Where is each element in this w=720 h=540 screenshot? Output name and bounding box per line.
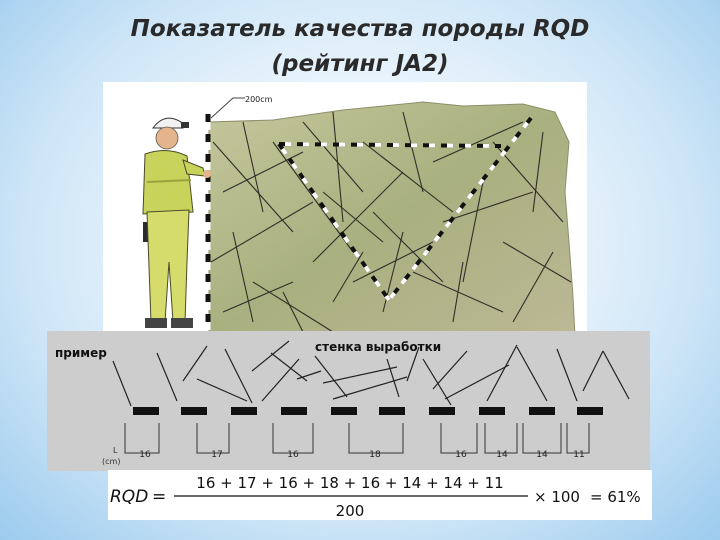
- slide-title-line1: Показатель качества породы RQD: [130, 16, 590, 42]
- scale-label: 200cm: [245, 95, 273, 104]
- formula-numerator: 16 + 17 + 16 + 18 + 16 + 14 + 14 + 11: [196, 474, 503, 492]
- formula-equals: =: [152, 487, 166, 507]
- rqd-formula: RQD = 16 + 17 + 16 + 18 + 16 + 14 + 14 +…: [108, 470, 652, 520]
- axis-label-cm: (cm): [102, 457, 120, 466]
- segment-length: 16: [455, 450, 467, 460]
- rock-mass: [208, 101, 576, 338]
- segment-length: 17: [211, 450, 222, 460]
- rock-wall-illustration: 200cm: [103, 82, 587, 338]
- formula-lhs: RQD: [110, 487, 148, 507]
- segment-length: 14: [496, 450, 508, 460]
- example-label: пример: [55, 346, 107, 360]
- segment-length: 16: [139, 450, 151, 460]
- formula-times: × 100: [534, 488, 580, 506]
- length-brackets: [124, 423, 590, 454]
- segment-length: 14: [536, 450, 548, 460]
- fracture-lines: [112, 340, 630, 407]
- segment-length: 18: [369, 450, 381, 460]
- axis-label-l: L: [113, 446, 118, 455]
- segment-length: 16: [287, 450, 299, 460]
- segment-length: 11: [573, 450, 584, 460]
- scale-pointer: [210, 97, 245, 119]
- core-pieces: [133, 407, 603, 415]
- wall-label: стенка выработки: [315, 340, 441, 354]
- scanlines-white: [277, 116, 533, 302]
- example-panel: пример стенка выработки: [47, 331, 650, 471]
- formula-denominator: 200: [336, 502, 365, 520]
- worker-figure: [142, 117, 211, 328]
- formula-result: = 61%: [590, 488, 641, 506]
- slide-title-line2: (рейтинг JA2): [271, 51, 449, 77]
